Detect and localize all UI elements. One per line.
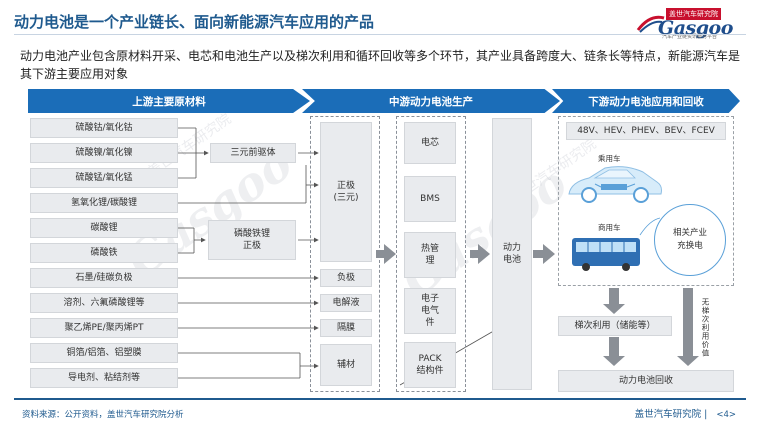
- logo-cn-text: 盖世汽车研究院: [666, 8, 721, 20]
- stage-banner-upstream: 上游主要原材料: [28, 89, 310, 113]
- material-item: 溶剂、六氟磷酸锂等: [30, 293, 178, 313]
- source-note: 资料来源：公开资料，盖世汽车研究院分析: [22, 410, 184, 420]
- auxiliary-materials-box: 辅材: [320, 344, 372, 386]
- passenger-car-icon: [568, 166, 662, 203]
- material-item: 聚乙烯PE/聚丙烯PT: [30, 318, 178, 338]
- charging-circle: 相关产业 充换电: [654, 204, 726, 276]
- logo-swoosh-icon: [636, 15, 665, 33]
- separator-box: 隔膜: [320, 319, 372, 337]
- cell-box: 电芯: [404, 122, 456, 164]
- components-group: [310, 116, 380, 392]
- material-item: 石墨/硅碳负极: [30, 268, 178, 288]
- header-divider: [14, 34, 746, 35]
- stage-banner-downstream: 下游动力电池应用和回收: [552, 89, 740, 113]
- cathode-box: 正极 (三元): [320, 122, 372, 262]
- material-item: 氢氧化锂/碳酸锂: [30, 193, 178, 213]
- bms-box: BMS: [404, 176, 456, 222]
- bus-icon: [572, 238, 640, 271]
- no-cascade-value-label: 无梯次利用价值: [701, 298, 710, 358]
- material-item: 硫酸镍/氧化镍: [30, 143, 178, 163]
- logo-en-text: Gasgoo: [658, 17, 733, 39]
- pack-structure-box: PACK结构件: [404, 342, 456, 388]
- material-item: 硫酸钴/氧化钴: [30, 118, 178, 138]
- application-group: [558, 116, 734, 286]
- material-item: 硫酸锰/氧化锰: [30, 168, 178, 188]
- charging-swap-label: 相关产业 充换电: [672, 228, 707, 251]
- vehicle-types-box: 48V、HEV、PHEV、BEV、FCEV: [566, 122, 726, 140]
- passenger-car-label: 乘用车: [598, 154, 621, 163]
- material-item: 磷酸铁: [30, 243, 178, 263]
- anode-box: 负极: [320, 269, 372, 287]
- footer-divider: [14, 398, 746, 400]
- cascade-use-box: 梯次利用（储能等）: [558, 316, 672, 336]
- stage-banner-midstream: 中游动力电池生产: [302, 89, 560, 113]
- logo-tagline: 汽车产业链资讯服务平台: [662, 34, 718, 40]
- electrolyte-box: 电解液: [320, 294, 372, 312]
- material-item: 碳酸锂: [30, 218, 178, 238]
- material-item: 导电剂、粘结剂等: [30, 368, 178, 388]
- page-title: 动力电池是一个产业链长、面向新能源汽车应用的产品: [14, 13, 375, 31]
- pack-parts-group: [396, 116, 466, 392]
- thermal-management-box: 热管理: [404, 232, 456, 278]
- recycling-box: 动力电池回收: [558, 370, 734, 392]
- footer-brand-name: 盖世汽车研究院: [634, 409, 702, 420]
- power-battery-box: 动力电池: [492, 118, 532, 390]
- commercial-vehicle-label: 商用车: [598, 223, 621, 232]
- footer-brand: 盖世汽车研究院 | <4>: [634, 409, 736, 420]
- electronics-box: 电子电气件: [404, 288, 456, 334]
- subtitle: 动力电池产业包含原材料开采、电芯和电池生产以及梯次利用和循环回收等多个环节，其产…: [20, 49, 741, 81]
- gasgoo-logo: 盖世汽车研究院 Gasgoo 汽车产业链资讯服务平台: [636, 8, 746, 40]
- lfp-cathode-box: 磷酸铁锂 正极: [208, 220, 296, 260]
- material-item: 铜箔/铝箔、铝塑膜: [30, 343, 178, 363]
- precursor-box: 三元前驱体: [210, 143, 296, 163]
- page-number: <4>: [716, 410, 736, 420]
